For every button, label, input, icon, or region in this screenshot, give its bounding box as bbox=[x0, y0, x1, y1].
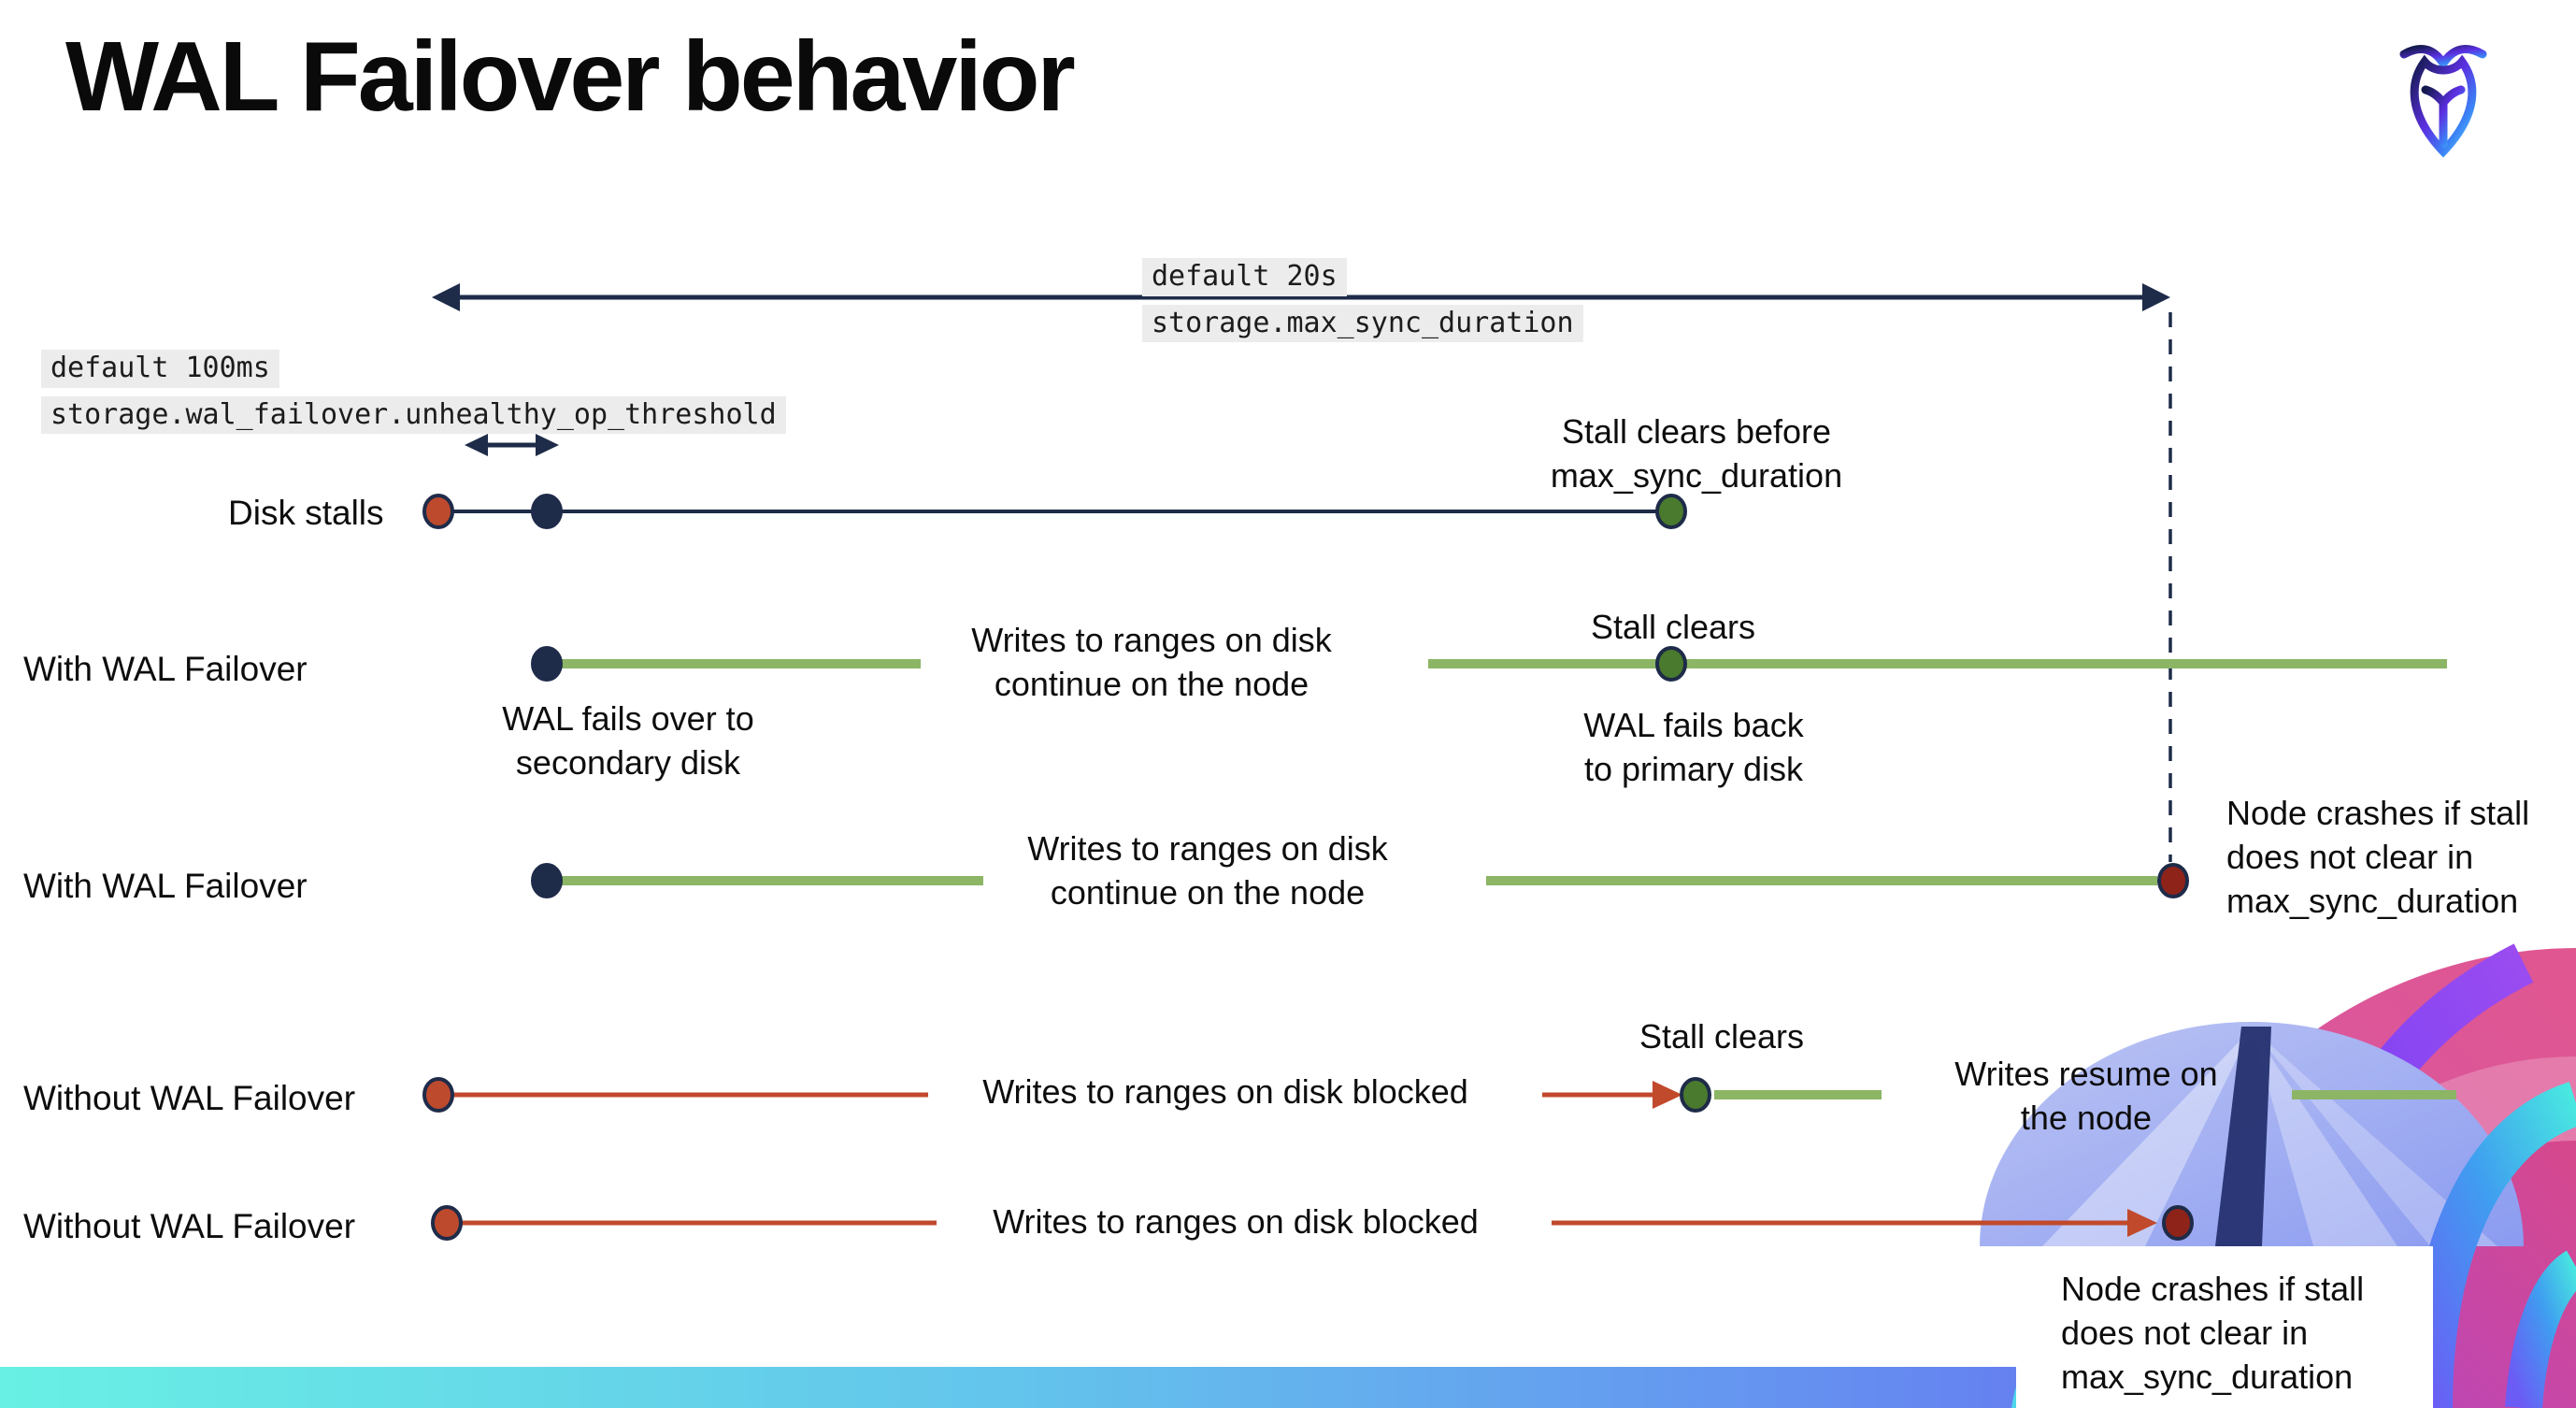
crash-note-with-failover: Node crashes if stall does not clear in … bbox=[2226, 794, 2530, 921]
art-cyan-arch bbox=[2408, 1082, 2576, 1408]
failover-trigger-dot bbox=[531, 646, 563, 682]
max-sync-default-label: default 20s bbox=[1142, 258, 1347, 296]
row-label-with-wal-failover-2: With WAL Failover bbox=[23, 867, 308, 905]
cockroachdb-logo-icon bbox=[2399, 45, 2487, 158]
art-dome-petal bbox=[2042, 1028, 2252, 1246]
art-dark-stripe bbox=[2215, 1027, 2271, 1246]
wal-fails-back-note: WAL fails back to primary disk bbox=[1583, 706, 1804, 789]
row-label-with-wal-failover-1: With WAL Failover bbox=[23, 650, 308, 688]
crash-note-without-failover: Node crashes if stall does not clear in … bbox=[2061, 1270, 2365, 1397]
writes-blocked-note-2: Writes to ranges on disk blocked bbox=[993, 1202, 1479, 1241]
row-label-without-wal-failover-2: Without WAL Failover bbox=[23, 1207, 356, 1245]
row-label-disk-stalls: Disk stalls bbox=[228, 494, 384, 532]
max-sync-setting-name: storage.max_sync_duration bbox=[1142, 304, 1583, 342]
arrow-right-head-icon bbox=[2142, 283, 2170, 311]
arrow-right-head-icon bbox=[536, 434, 559, 456]
stall-clears-dot bbox=[1655, 646, 1687, 682]
wal-fails-over-note: WAL fails over to secondary disk bbox=[502, 699, 754, 783]
stall-clears-note-2: Stall clears bbox=[1639, 1017, 1805, 1056]
stall-clears-dot bbox=[1680, 1077, 1711, 1113]
red-arrow-head-icon bbox=[1653, 1081, 1682, 1109]
unhealthy-op-default-label: default 100ms bbox=[41, 350, 279, 388]
stall-clears-dot bbox=[1655, 494, 1687, 529]
stall-clears-note-1: Stall clears bbox=[1590, 608, 1756, 646]
threshold-reached-dot bbox=[531, 494, 563, 529]
art-cyan-leg bbox=[2505, 1250, 2576, 1408]
arrow-left-head-icon bbox=[432, 283, 460, 311]
node-crash-dot bbox=[2157, 863, 2189, 898]
writes-continue-note-1: Writes to ranges on disk continue on the… bbox=[971, 621, 1332, 704]
art-dome-petal bbox=[2252, 1028, 2497, 1246]
unhealthy-op-threshold-labels: default 100ms storage.wal_failover.unhea… bbox=[41, 350, 786, 434]
unhealthy-op-setting-name: storage.wal_failover.unhealthy_op_thresh… bbox=[41, 395, 786, 434]
disk-stall-start-dot bbox=[422, 1077, 454, 1113]
max-sync-duration-labels: default 20s storage.max_sync_duration bbox=[1142, 258, 1583, 342]
failover-trigger-dot bbox=[531, 863, 563, 898]
writes-resume-note: Writes resume on the node bbox=[1954, 1055, 2218, 1138]
writes-continue-note-2: Writes to ranges on disk continue on the… bbox=[1027, 829, 1388, 912]
stall-clears-before-note: Stall clears before max_sync_duration bbox=[1550, 412, 1843, 496]
page-title: WAL Failover behavior bbox=[65, 22, 1076, 132]
arrow-left-head-icon bbox=[465, 434, 488, 456]
disk-stall-start-dot bbox=[422, 494, 454, 529]
row-label-without-wal-failover-1: Without WAL Failover bbox=[23, 1079, 356, 1117]
art-dome-petal bbox=[2252, 1028, 2397, 1246]
writes-blocked-note-1: Writes to ranges on disk blocked bbox=[982, 1072, 1468, 1111]
crash-callout-box: Node crashes if stall does not clear in … bbox=[2016, 1246, 2433, 1408]
disk-stall-start-dot bbox=[431, 1205, 463, 1241]
